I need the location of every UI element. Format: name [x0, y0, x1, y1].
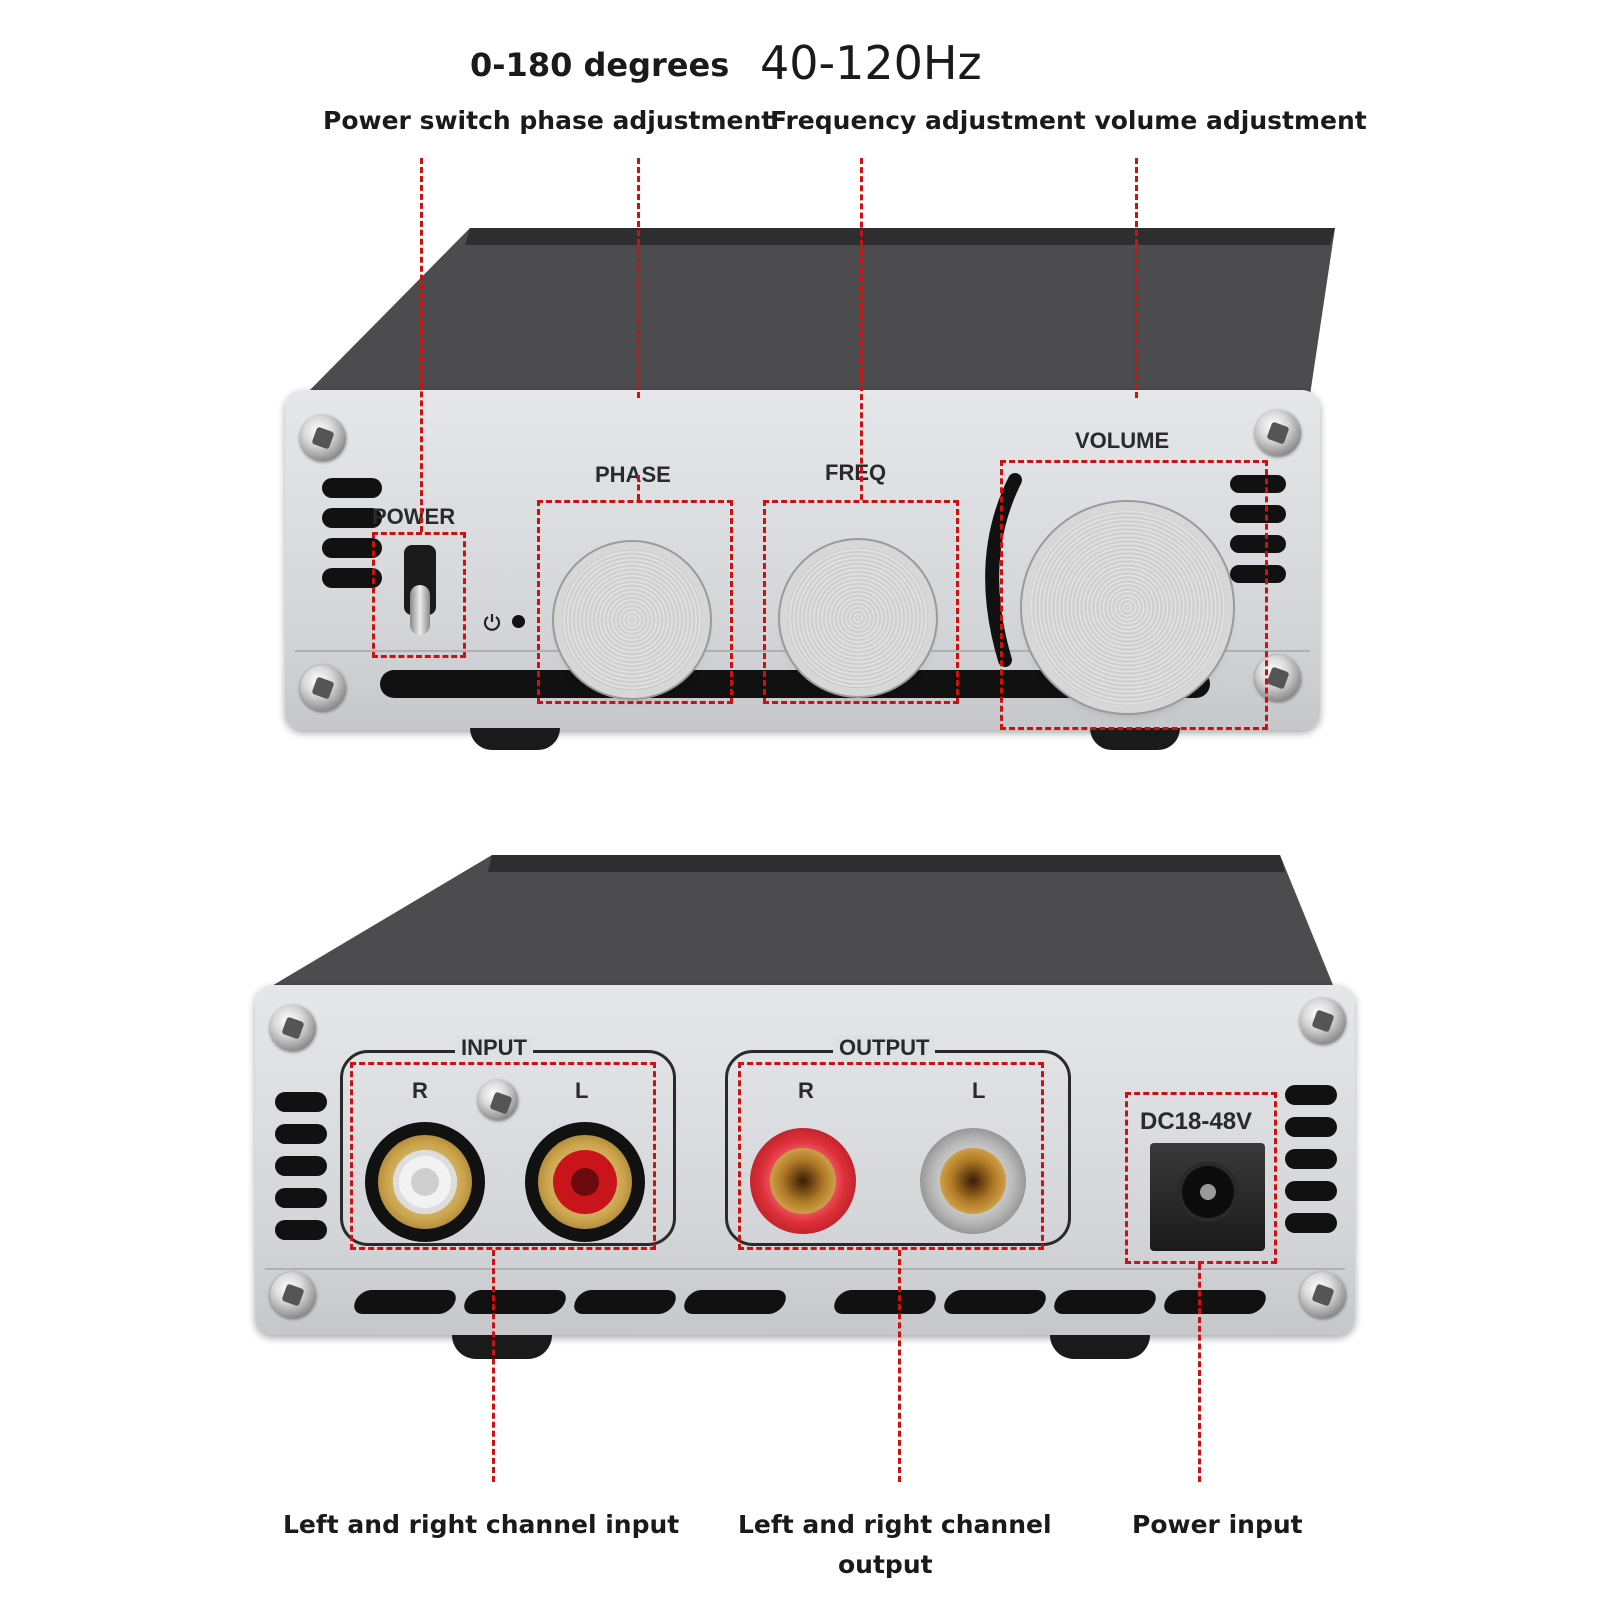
screw-icon [1255, 410, 1301, 456]
screw-icon [1300, 1272, 1346, 1318]
rear-bottom-slot [460, 1290, 570, 1314]
dc-jack-pin [1200, 1184, 1216, 1200]
output-caption-line1: Left and right channel [738, 1510, 1052, 1539]
vent-slot [1285, 1213, 1337, 1233]
rear-bottom-slot [570, 1290, 680, 1314]
rear-bottom-slot [830, 1290, 940, 1314]
input-l-label: L [575, 1078, 589, 1103]
freq-knob-highlight [763, 500, 959, 704]
vent-slot [275, 1188, 327, 1208]
vent-slot [275, 1092, 327, 1112]
vent-slot [1285, 1085, 1337, 1105]
output-leader-line [898, 1250, 901, 1482]
power-switch-lever [410, 585, 430, 635]
rear-bottom-slot [350, 1290, 460, 1314]
vent-slot [275, 1124, 327, 1144]
front-chassis-top [305, 228, 1335, 395]
dc-voltage-label: DC18-48V [1140, 1108, 1253, 1135]
front-foot [470, 728, 560, 750]
rca-jack-hole [411, 1168, 439, 1196]
rear-bottom-slot [680, 1290, 790, 1314]
rear-panel-groove [265, 1268, 1345, 1270]
screw-icon [300, 665, 346, 711]
freq-knob[interactable] [788, 548, 928, 688]
volume-leader-line [1135, 158, 1138, 398]
vent-slot [275, 1220, 327, 1240]
output-jacks-highlight [738, 1062, 1044, 1250]
vent-slot [1285, 1181, 1337, 1201]
output-label: OUTPUT [833, 1035, 936, 1061]
vent-slot [322, 538, 382, 558]
output-l-label: L [972, 1078, 986, 1103]
phase-label: PHASE [595, 462, 671, 487]
phase-knob-highlight [537, 500, 733, 704]
freq-leader-line [860, 158, 863, 500]
power-icon [483, 614, 501, 631]
front-foot [1090, 728, 1180, 750]
input-caption: Left and right channel input [283, 1510, 680, 1539]
vent-slot [275, 1156, 327, 1176]
vent-slot [1285, 1117, 1337, 1137]
power-leader-line [420, 158, 423, 532]
vent-slot [1230, 565, 1286, 583]
vent-slot [1230, 535, 1286, 553]
input-r-label: R [412, 1078, 428, 1103]
volume-knob[interactable] [1030, 510, 1225, 705]
phase-leader-line-lower [637, 475, 640, 500]
input-leader-line [492, 1250, 495, 1482]
dc-jack-highlight [1125, 1092, 1277, 1264]
screw-icon [270, 1272, 316, 1318]
volume-label: VOLUME [1075, 428, 1170, 453]
phase-leader-line [637, 158, 640, 398]
dc-leader-line [1198, 1264, 1201, 1482]
power-phase-caption: Power switch phase adjustment [323, 106, 774, 135]
phase-knob[interactable] [562, 550, 702, 690]
vent-slot [1230, 475, 1286, 493]
output-caption-line2: output [838, 1550, 933, 1579]
vent-slot [1285, 1149, 1337, 1169]
rear-bottom-slot [940, 1290, 1050, 1314]
volume-knob-highlight [1000, 460, 1268, 730]
freq-range-label: 40-120Hz [760, 36, 982, 90]
rear-foot [452, 1335, 552, 1359]
input-label: INPUT [455, 1035, 533, 1061]
power-switch-highlight [372, 532, 466, 658]
vent-slot [322, 478, 382, 498]
freq-label: FREQ [825, 460, 887, 485]
rca-jack-hole [571, 1168, 599, 1196]
vent-slot [1230, 505, 1286, 523]
power-input-caption: Power input [1132, 1510, 1303, 1539]
phase-range-label: 0-180 degrees [470, 46, 730, 84]
screw-icon [270, 1005, 316, 1051]
output-r-label: R [798, 1078, 814, 1103]
input-jacks-highlight [350, 1062, 656, 1250]
rear-bottom-slot [1050, 1290, 1160, 1314]
binding-post-core [940, 1148, 1006, 1214]
power-switch[interactable] [400, 545, 440, 635]
rear-chassis-top [265, 855, 1335, 990]
volume-arc [985, 473, 1022, 667]
power-led [512, 615, 525, 628]
vent-slot [322, 508, 382, 528]
vent-slot [322, 568, 382, 588]
power-label: POWER [372, 504, 456, 529]
screw-icon [300, 415, 346, 461]
binding-post-core [770, 1148, 836, 1214]
screw-icon [478, 1080, 518, 1120]
screw-icon [1300, 998, 1346, 1044]
screw-icon [1255, 655, 1301, 701]
rear-foot [1050, 1335, 1150, 1359]
rear-bottom-slot [1160, 1290, 1270, 1314]
freq-volume-caption: Frequency adjustment volume adjustment [770, 106, 1367, 135]
